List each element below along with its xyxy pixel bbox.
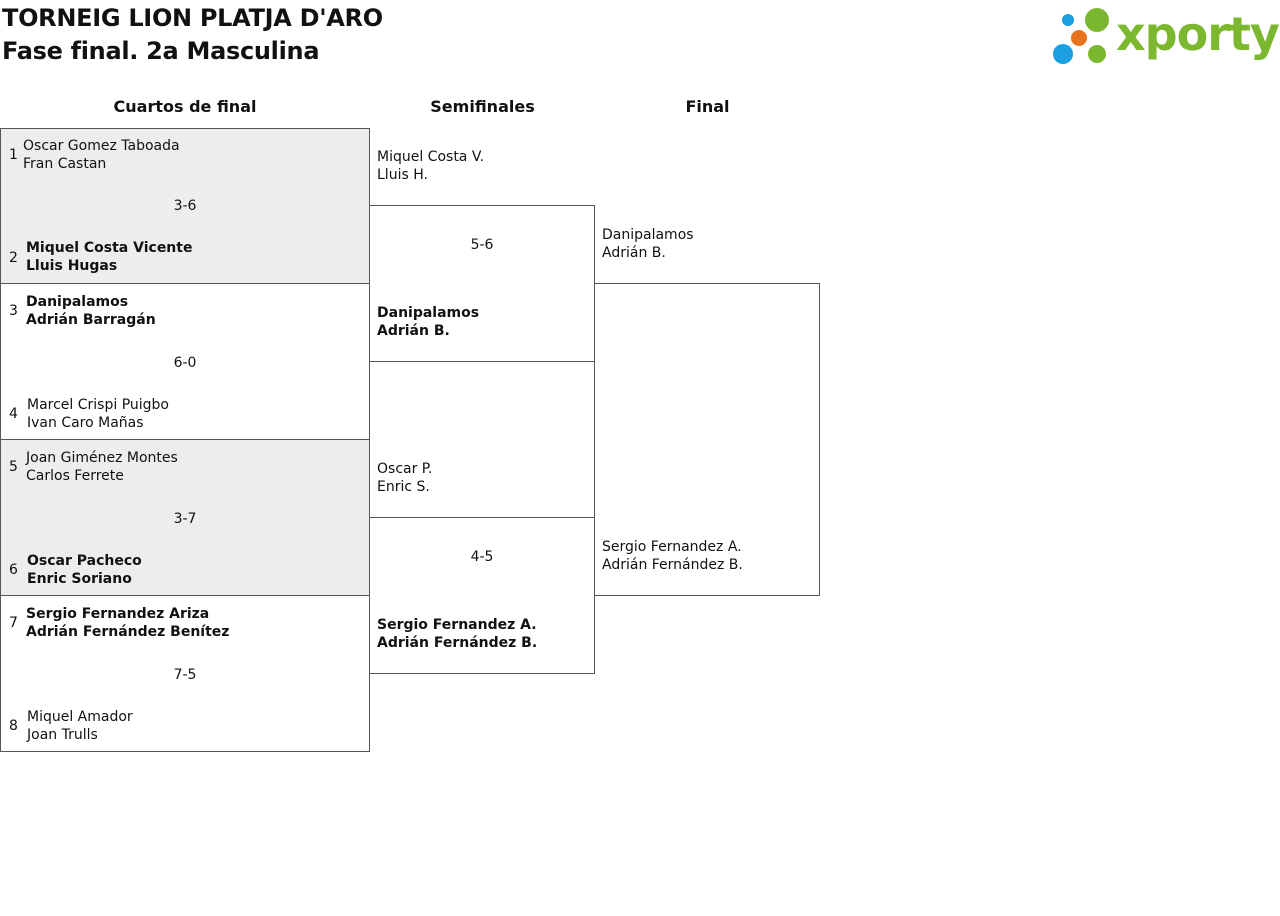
quarterfinal-match-1[interactable]: 1 Oscar Gomez Taboada Fran Castan 3-6 2 … <box>0 128 370 284</box>
quarterfinal-match-4[interactable]: 7 Sergio Fernandez Ariza Adrián Fernánde… <box>0 595 370 752</box>
final-team-top[interactable]: Danipalamos Adrián B. <box>602 226 694 262</box>
semifinal-match-1[interactable]: 5-6 Danipalamos Adrián B. <box>369 205 595 362</box>
player-name: Sergio Fernandez Ariza <box>26 606 210 622</box>
logo-wordmark: xporty <box>1116 7 1280 61</box>
team-entry-winner[interactable]: Danipalamos Adrián B. <box>377 304 479 340</box>
player-name: Sergio Fernandez A. <box>377 617 537 633</box>
tournament-title: TORNEIG LION PLATJA D'ARO <box>2 4 383 32</box>
semifinal-1-team-top[interactable]: Miquel Costa V. Lluis H. <box>377 148 484 184</box>
seed-number: 4 <box>9 406 18 422</box>
match-score: 3-7 <box>173 511 197 527</box>
player-name: Lluis H. <box>377 167 428 183</box>
player-name: Enric Soriano <box>27 571 132 587</box>
player-name: Carlos Ferrete <box>26 468 124 484</box>
player-name: Miquel Amador <box>27 709 133 725</box>
team-entry-winner[interactable]: Sergio Fernandez Ariza Adrián Fernández … <box>26 605 229 641</box>
match-score: 6-0 <box>173 355 197 371</box>
dots-logo-icon <box>1053 8 1109 64</box>
team-entry-winner[interactable]: Danipalamos Adrián Barragán <box>26 293 156 329</box>
player-name: Marcel Crispi Puigbo <box>27 397 169 413</box>
player-name: Joan Trulls <box>27 727 98 743</box>
heading-quarterfinals: Cuartos de final <box>113 97 257 116</box>
seed-number: 3 <box>9 303 18 319</box>
match-score: 7-5 <box>173 667 197 683</box>
seed-number: 7 <box>9 615 18 631</box>
seed-number: 1 <box>9 147 18 163</box>
player-name: Miquel Costa V. <box>377 149 485 165</box>
phase-subtitle: Fase final. 2a Masculina <box>2 37 320 65</box>
seed-number: 8 <box>9 718 18 734</box>
match-score: 5-6 <box>470 237 494 253</box>
heading-semifinals: Semifinales <box>430 97 535 116</box>
player-name: Enric S. <box>377 479 430 495</box>
heading-final: Final <box>685 97 730 116</box>
team-entry[interactable]: Marcel Crispi Puigbo Ivan Caro Mañas <box>27 396 169 432</box>
final-match[interactable]: Sergio Fernandez A. Adrián Fernández B. <box>594 283 820 596</box>
player-name: Adrián Fernández B. <box>377 635 538 651</box>
seed-number: 5 <box>9 459 18 475</box>
player-name: Oscar Gomez Taboada <box>23 138 180 154</box>
team-entry[interactable]: Joan Giménez Montes Carlos Ferrete <box>26 449 178 485</box>
match-score: 3-6 <box>173 198 197 214</box>
player-name: Sergio Fernandez A. <box>602 539 742 555</box>
team-entry-winner[interactable]: Sergio Fernandez A. Adrián Fernández B. <box>377 616 537 652</box>
player-name: Adrián B. <box>377 323 450 339</box>
player-name: Danipalamos <box>26 294 129 310</box>
player-name: Ivan Caro Mañas <box>27 415 144 431</box>
player-name: Fran Castan <box>23 156 107 172</box>
player-name: Adrián Fernández B. <box>602 557 743 573</box>
player-name: Lluis Hugas <box>26 258 118 274</box>
team-entry[interactable]: Miquel Amador Joan Trulls <box>27 708 133 744</box>
player-name: Oscar Pacheco <box>27 553 142 569</box>
player-name: Adrián Fernández Benítez <box>26 624 230 640</box>
team-entry-winner[interactable]: Oscar Pacheco Enric Soriano <box>27 552 142 588</box>
quarterfinal-match-3[interactable]: 5 Joan Giménez Montes Carlos Ferrete 3-7… <box>0 439 370 596</box>
seed-number: 6 <box>9 562 18 578</box>
player-name: Danipalamos <box>377 305 480 321</box>
semifinal-2-team-top[interactable]: Oscar P. Enric S. <box>377 460 433 496</box>
xporty-logo[interactable]: xporty <box>1050 4 1280 68</box>
quarterfinal-match-2[interactable]: 3 Danipalamos Adrián Barragán 6-0 4 Marc… <box>0 283 370 440</box>
team-entry[interactable]: Oscar Gomez Taboada Fran Castan <box>23 137 180 173</box>
team-entry-winner[interactable]: Miquel Costa Vicente Lluis Hugas <box>26 239 192 275</box>
seed-number: 2 <box>9 250 18 266</box>
player-name: Danipalamos <box>602 227 694 243</box>
player-name: Miquel Costa Vicente <box>26 240 193 256</box>
player-name: Adrián B. <box>602 245 666 261</box>
semifinal-match-2[interactable]: 4-5 Sergio Fernandez A. Adrián Fernández… <box>369 517 595 674</box>
match-score: 4-5 <box>470 549 494 565</box>
player-name: Oscar P. <box>377 461 433 477</box>
final-team-bottom[interactable]: Sergio Fernandez A. Adrián Fernández B. <box>602 538 743 574</box>
player-name: Adrián Barragán <box>26 312 156 328</box>
player-name: Joan Giménez Montes <box>26 450 178 466</box>
